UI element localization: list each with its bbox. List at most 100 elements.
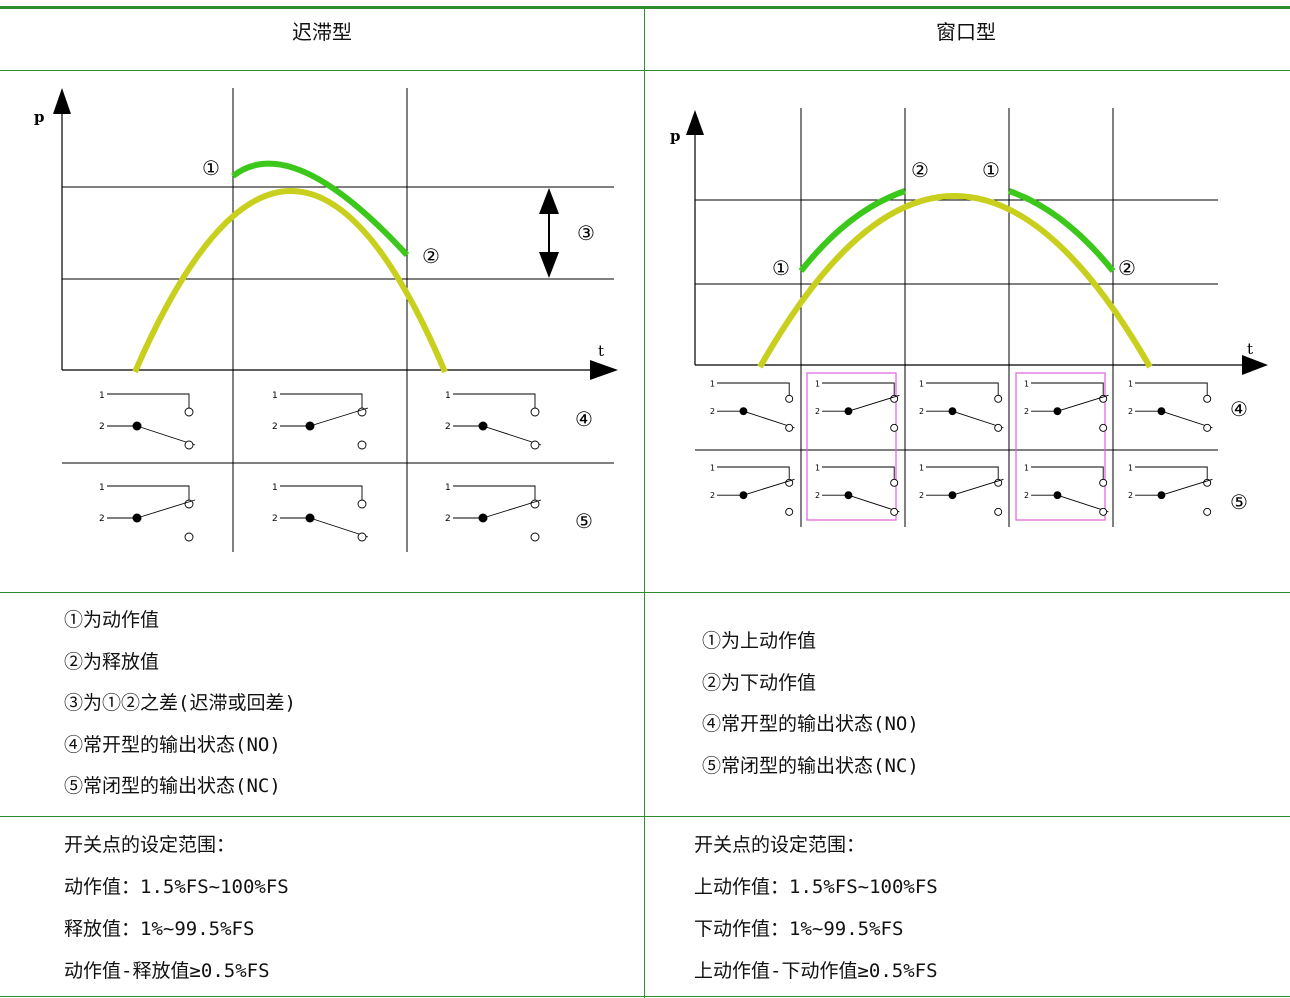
- contact-1-lead: [453, 393, 536, 408]
- contact-1-terminal: [357, 499, 367, 509]
- contact-2-terminal: [357, 440, 367, 450]
- contact-label-1: 1: [1024, 464, 1029, 473]
- label-row-nc: ⑤: [575, 509, 593, 533]
- pressure-curve: [757, 193, 1153, 369]
- contact-label-1: 1: [272, 391, 278, 401]
- contact-1-lead: [1031, 466, 1104, 480]
- diagram-divider: [0, 592, 1290, 593]
- label-row-nc: ⑤: [1230, 490, 1248, 514]
- switch-arm: [1161, 478, 1213, 496]
- contact-1-lead: [717, 466, 790, 480]
- contact-1-lead: [280, 393, 363, 408]
- switch-arm: [1161, 410, 1213, 429]
- contact-label-2: 2: [710, 407, 715, 416]
- note-item: ②为释放值: [64, 650, 160, 673]
- contact-label-1: 1: [815, 464, 820, 473]
- range-item: 上动作值：1.5%FS~100%FS: [694, 876, 938, 898]
- switch-arm: [952, 410, 1004, 429]
- note-item: ①为上动作值: [702, 630, 817, 652]
- contact-label-2: 2: [919, 491, 924, 500]
- contact-label-2: 2: [445, 514, 451, 524]
- contact-2-terminal: [184, 440, 194, 450]
- contact-1-lead: [717, 382, 790, 396]
- contact-label-2: 2: [1024, 407, 1029, 416]
- contact-1-lead: [926, 382, 999, 396]
- contact-label-1: 1: [919, 464, 924, 473]
- contact-label-2: 2: [1128, 407, 1133, 416]
- active-segment: [231, 160, 410, 258]
- label-row-no: ④: [1230, 397, 1248, 421]
- contact-label-1: 1: [1128, 380, 1133, 389]
- contact-1-lead: [822, 382, 895, 396]
- highlight-frame-right: [1015, 372, 1106, 521]
- contact-2-terminal: [994, 507, 1003, 516]
- contact-label-2: 2: [272, 514, 278, 524]
- contact-label-2: 2: [445, 422, 451, 432]
- right-notes: ①为上动作值 ②为下动作值 ④常开型的输出状态(NO) ⑤常闭型的输出状态(NC…: [702, 621, 919, 787]
- contact-label-1: 1: [272, 483, 278, 493]
- table-top-border: [0, 6, 1290, 9]
- y-axis-arrow: [53, 88, 71, 114]
- common-pivot: [1157, 407, 1166, 416]
- common-pivot: [739, 491, 748, 500]
- common-pivot: [1053, 407, 1062, 416]
- y-axis-arrow: [686, 110, 704, 135]
- contact-2-terminal: [357, 532, 367, 542]
- common-pivot: [1157, 491, 1166, 500]
- note-item: ①为动作值: [64, 609, 160, 631]
- switch-arm: [482, 425, 542, 446]
- table-bottom-border: [0, 996, 1290, 997]
- left-range: 开关点的设定范围： 动作值：1.5%FS~100%FS 释放值：1%~99.5%…: [64, 824, 289, 992]
- contact-1-lead: [453, 485, 536, 500]
- header-hysteresis: 迟滞型: [292, 20, 352, 44]
- contact-1-terminal: [1099, 478, 1108, 487]
- switch-open-symbol: 12: [919, 380, 1004, 432]
- note-item: ④常开型的输出状态(NO): [64, 733, 281, 756]
- contact-2-terminal: [994, 423, 1003, 432]
- x-axis-arrow: [1242, 355, 1268, 375]
- contact-label-2: 2: [99, 514, 105, 524]
- contact-label-1: 1: [1024, 380, 1029, 389]
- difference-arrow-up: [539, 188, 559, 214]
- contact-2-terminal: [1099, 507, 1108, 516]
- switch-closed-symbol: 12: [919, 464, 1004, 516]
- switch-arm: [136, 499, 196, 519]
- contact-1-lead: [107, 485, 190, 500]
- contact-2-terminal: [530, 440, 540, 450]
- contact-2-terminal: [184, 532, 194, 542]
- contact-1-lead: [822, 466, 895, 480]
- contact-label-1: 1: [710, 464, 715, 473]
- common-pivot: [1053, 491, 1062, 500]
- header-window: 窗口型: [936, 20, 996, 44]
- switch-open-symbol: 12: [1024, 464, 1109, 516]
- switch-closed-symbol: 12: [1128, 464, 1213, 516]
- contact-2-terminal: [530, 532, 540, 542]
- contact-label-1: 1: [99, 483, 105, 493]
- left-notes: ①为动作值 ②为释放值 ③为①②之差(迟滞或回差) ④常开型的输出状态(NO) …: [64, 600, 296, 808]
- contact-1-terminal: [184, 407, 194, 417]
- contact-1-lead: [1135, 466, 1208, 480]
- contact-1-terminal: [890, 478, 899, 487]
- contact-label-1: 1: [919, 380, 924, 389]
- difference-arrow-down: [539, 252, 559, 278]
- range-item: 开关点的设定范围：: [694, 834, 866, 856]
- contact-2-terminal: [890, 507, 899, 516]
- switch-closed-symbol: 12: [815, 380, 900, 432]
- switch-arm: [848, 494, 900, 513]
- switch-arm: [136, 425, 196, 446]
- contact-2-terminal: [1203, 423, 1212, 432]
- contact-2-terminal: [785, 423, 794, 432]
- switch-arm: [1057, 494, 1109, 513]
- switch-arm: [482, 499, 542, 519]
- y-axis-label: p: [34, 108, 45, 126]
- contact-label-2: 2: [272, 422, 278, 432]
- contact-label-2: 2: [1024, 491, 1029, 500]
- contact-1-terminal: [357, 407, 367, 417]
- switch-arm: [309, 517, 369, 538]
- pressure-curve: [132, 188, 448, 374]
- contact-label-2: 2: [919, 407, 924, 416]
- range-item: 释放值：1%~99.5%FS: [64, 918, 255, 940]
- x-axis-arrow: [590, 360, 618, 380]
